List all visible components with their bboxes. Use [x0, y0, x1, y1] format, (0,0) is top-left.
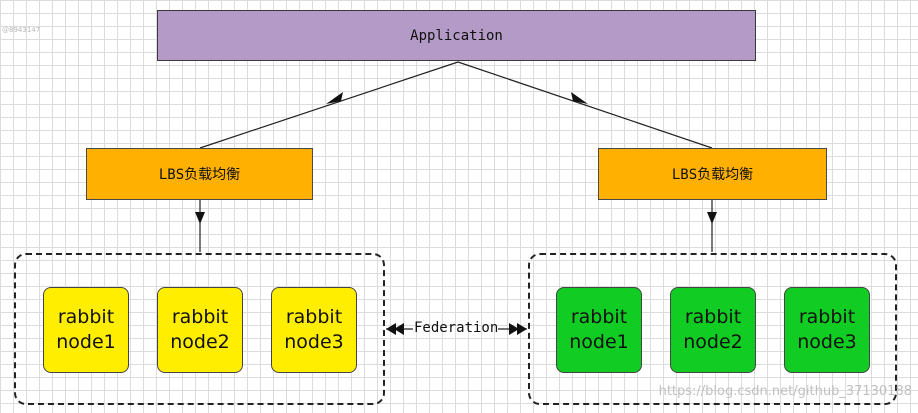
- left-node-1: rabbit node1: [43, 287, 129, 373]
- lbs-left-label: LBS负载均衡: [158, 167, 241, 183]
- arrow-lbs-right-down: [707, 212, 717, 224]
- node-line1: rabbit: [285, 306, 343, 328]
- arrow-app-left: [326, 92, 343, 104]
- right-node-2: rabbit node2: [670, 287, 756, 373]
- lbs-right-label: LBS负载均衡: [671, 167, 754, 183]
- arrow-federation-right-outer: [517, 323, 527, 335]
- edge-app-to-lbs-left: [199, 61, 459, 149]
- edge-app-to-lbs-right: [457, 61, 713, 149]
- node-line2: node1: [569, 331, 629, 353]
- lbs-right-box: LBS负载均衡: [598, 148, 827, 200]
- arrow-app-right: [571, 92, 588, 104]
- arrow-federation-right-inner: [509, 323, 519, 335]
- node-line2: node2: [170, 331, 230, 353]
- node-line2: node3: [284, 331, 344, 353]
- lbs-left-box: LBS负载均衡: [86, 148, 313, 200]
- left-node-2: rabbit node2: [157, 287, 243, 373]
- node-line1: rabbit: [684, 306, 742, 328]
- right-node-1: rabbit node1: [556, 287, 642, 373]
- node-line2: node3: [797, 331, 857, 353]
- application-label: Application: [410, 27, 503, 44]
- arrow-federation-left-inner: [394, 323, 404, 335]
- arrow-lbs-left-down: [195, 212, 205, 224]
- node-line2: node1: [56, 331, 116, 353]
- node-line1: rabbit: [570, 306, 628, 328]
- right-node-3: rabbit node3: [784, 287, 870, 373]
- node-line2: node2: [683, 331, 743, 353]
- watermark-top: @8943147: [2, 26, 41, 34]
- application-box: Application: [157, 10, 756, 61]
- left-node-3: rabbit node3: [271, 287, 357, 373]
- cluster-right: [528, 253, 897, 405]
- watermark-bottom: https://blog.csdn.net/github_37130188: [658, 384, 912, 399]
- node-line1: rabbit: [57, 306, 115, 328]
- cluster-left: [14, 253, 385, 405]
- federation-label: Federation: [414, 320, 499, 336]
- node-line1: rabbit: [171, 306, 229, 328]
- arrow-federation-left-outer: [386, 323, 396, 335]
- node-line1: rabbit: [798, 306, 856, 328]
